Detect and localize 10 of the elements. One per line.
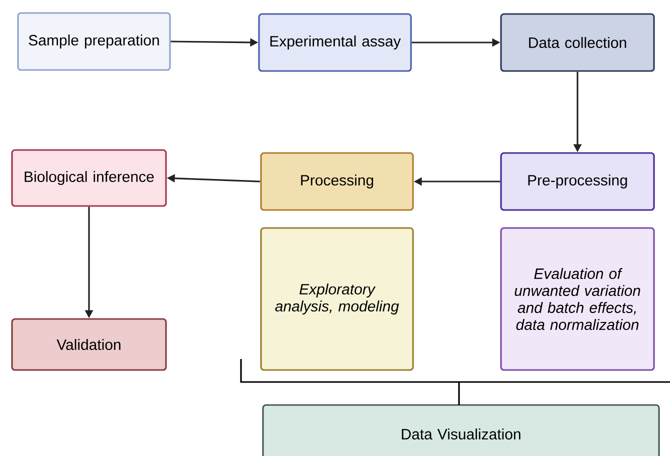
process-box: Sample preparation [17, 12, 171, 71]
process-box: Pre-processing [500, 152, 655, 211]
note-box: Exploratory analysis, modeling [260, 227, 414, 371]
process-box: Validation [11, 318, 167, 371]
process-box: Experimental assay [258, 13, 412, 72]
process-box: Data Visualization [262, 404, 660, 456]
process-box: Processing [260, 152, 414, 211]
note-box: Evaluation of unwanted variation and batch effects, data normalization [500, 227, 655, 371]
process-box: Biological inference [11, 149, 167, 207]
process-box: Data collection [500, 13, 655, 72]
